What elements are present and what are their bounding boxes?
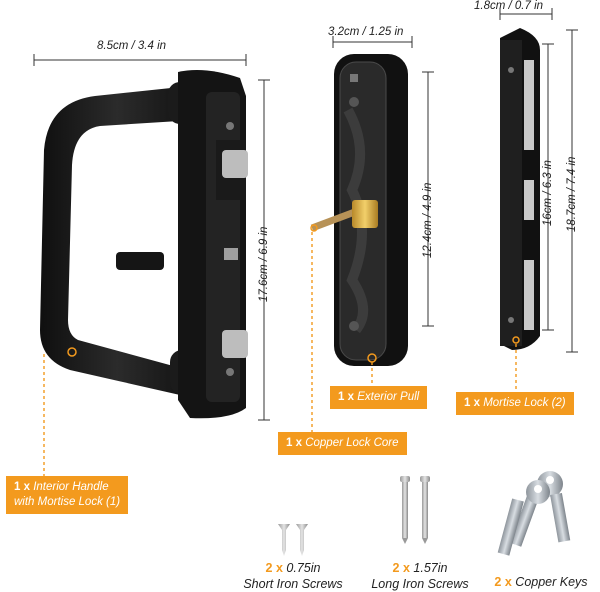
exterior-pull-tag: 1 x Exterior Pull [330, 386, 428, 409]
dimension-lines [33, 8, 578, 421]
interior-handle [40, 70, 248, 419]
pull-hole-spacing-label: 12.4cm / 4.9 in [422, 182, 434, 258]
accessory-short-screws: 2 x 0.75in Short Iron Screws [230, 560, 356, 592]
copper-core-text: Copper Lock Core [305, 437, 399, 449]
accessory-qty: 2 x [392, 561, 410, 575]
accessory-long-screws: 2 x 1.57in Long Iron Screws [358, 560, 482, 592]
handle-width-label: 8.5cm / 3.4 in [97, 40, 167, 52]
interior-text-2: with Mortise Lock (1) [14, 496, 121, 508]
accessory-qty: 2 x [494, 575, 512, 589]
lock-width-label: 1.8cm / 0.7 in [474, 0, 544, 12]
accessory-name: Copper Keys [515, 575, 588, 589]
interior-text-1: Interior Handle [33, 481, 109, 493]
exterior-qty: 1 x [338, 391, 354, 403]
accessory-name: Long Iron Screws [371, 577, 469, 591]
pull-width-label: 3.2cm / 1.25 in [328, 26, 404, 38]
keys-icon [497, 471, 571, 556]
interior-qty: 1 x [14, 481, 30, 493]
mortise-lock-tag: 1 x Mortise Lock (2) [456, 392, 574, 415]
copper-core-qty: 1 x [286, 437, 302, 449]
callout-leaders [43, 232, 517, 476]
accessory-size: 0.75in [286, 561, 321, 575]
exterior-pull [310, 54, 408, 366]
accessory-qty: 2 x [265, 561, 283, 575]
mortise-text: Mortise Lock (2) [483, 397, 566, 409]
handle-height-label: 17.6cm / 6.9 in [258, 226, 270, 302]
mortise-qty: 1 x [464, 397, 480, 409]
accessory-keys: 2 x Copper Keys [484, 574, 598, 590]
lock-height-label: 18.7cm / 7.4 in [566, 156, 578, 232]
exterior-text: Exterior Pull [357, 391, 420, 403]
mortise-lock [500, 28, 540, 350]
interior-handle-tag: 1 x Interior Handle with Mortise Lock (1… [6, 476, 129, 514]
copper-lock-core-tag: 1 x Copper Lock Core [278, 432, 407, 455]
long-screws-icon [400, 476, 430, 544]
accessory-name: Short Iron Screws [243, 577, 343, 591]
short-screws-icon [278, 524, 308, 556]
accessory-size: 1.57in [413, 561, 448, 575]
lock-hole-spacing-label: 16cm / 6.3 in [542, 160, 554, 226]
